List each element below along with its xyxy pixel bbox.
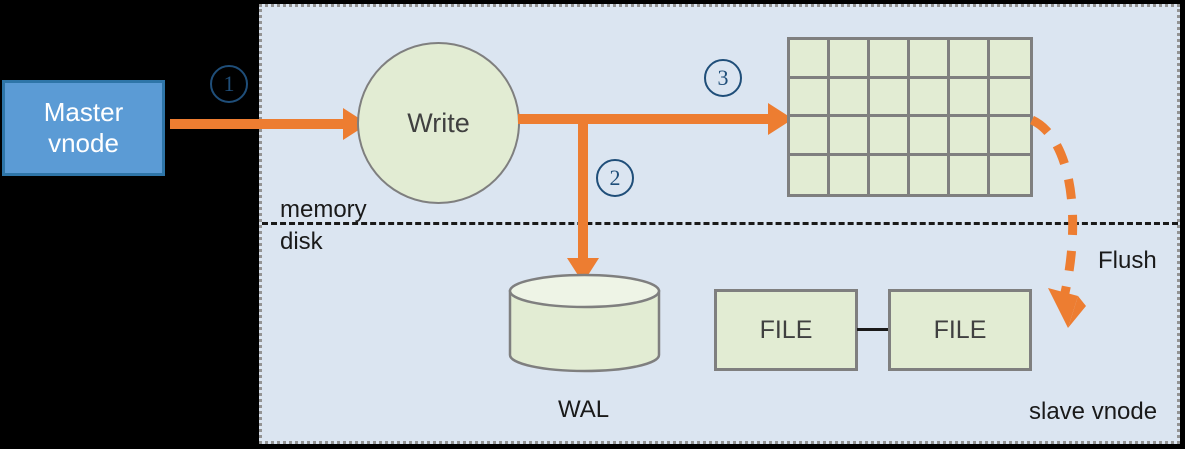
memtable-cell — [950, 40, 990, 79]
memtable-cell — [950, 78, 990, 117]
step-badge-1: 1 — [210, 65, 248, 103]
step-badge-2: 2 — [596, 159, 634, 197]
wal-label: WAL — [558, 396, 610, 423]
file-box-2[interactable]: FILE — [888, 289, 1032, 371]
file-box-1-label: FILE — [759, 315, 813, 344]
memtable-cell — [830, 117, 870, 156]
memtable-cell — [870, 117, 910, 156]
file-box-1[interactable]: FILE — [714, 289, 858, 371]
memtable-cell — [830, 155, 870, 194]
memtable-cell — [790, 155, 830, 194]
memtable-grid — [787, 37, 1033, 197]
memtable-cell — [910, 117, 950, 156]
wal-cylinder-shape — [508, 273, 661, 373]
memtable-cell — [990, 40, 1030, 79]
memtable-cell — [830, 78, 870, 117]
memory-label: memory — [280, 196, 367, 223]
memtable-cell — [870, 78, 910, 117]
master-vnode-box[interactable]: Master vnode — [2, 80, 165, 176]
arrow-master-to-write-shaft — [170, 119, 345, 129]
memtable-cell — [910, 155, 950, 194]
memtable-cell — [870, 155, 910, 194]
memtable-cell — [910, 78, 950, 117]
write-node[interactable]: Write — [357, 42, 520, 204]
memtable-cell — [830, 40, 870, 79]
wal-cylinder[interactable] — [508, 273, 661, 373]
master-vnode-label-line2: vnode — [48, 128, 119, 158]
master-vnode-label-line1: Master — [43, 97, 124, 128]
disk-label: disk — [280, 228, 323, 255]
memtable-cell — [990, 155, 1030, 194]
memtable-cell — [790, 78, 830, 117]
arrow-write-to-wal-shaft — [578, 114, 588, 262]
file-box-2-label: FILE — [933, 315, 987, 344]
arrow-write-to-memtable-shaft — [518, 114, 773, 124]
memtable-cell — [950, 155, 990, 194]
memtable-cell — [910, 40, 950, 79]
flush-label: Flush — [1098, 247, 1157, 274]
memtable-cell — [790, 40, 830, 79]
step-badge-3: 3 — [704, 59, 742, 97]
write-node-label: Write — [407, 107, 470, 138]
memtable-cell — [790, 117, 830, 156]
memory-disk-divider — [262, 222, 1178, 225]
file-connector-line — [857, 328, 889, 331]
memtable-cell — [990, 117, 1030, 156]
memtable-cell — [870, 40, 910, 79]
memtable-cell — [950, 117, 990, 156]
memtable-cell — [990, 78, 1030, 117]
slave-vnode-label: slave vnode — [1029, 398, 1158, 425]
